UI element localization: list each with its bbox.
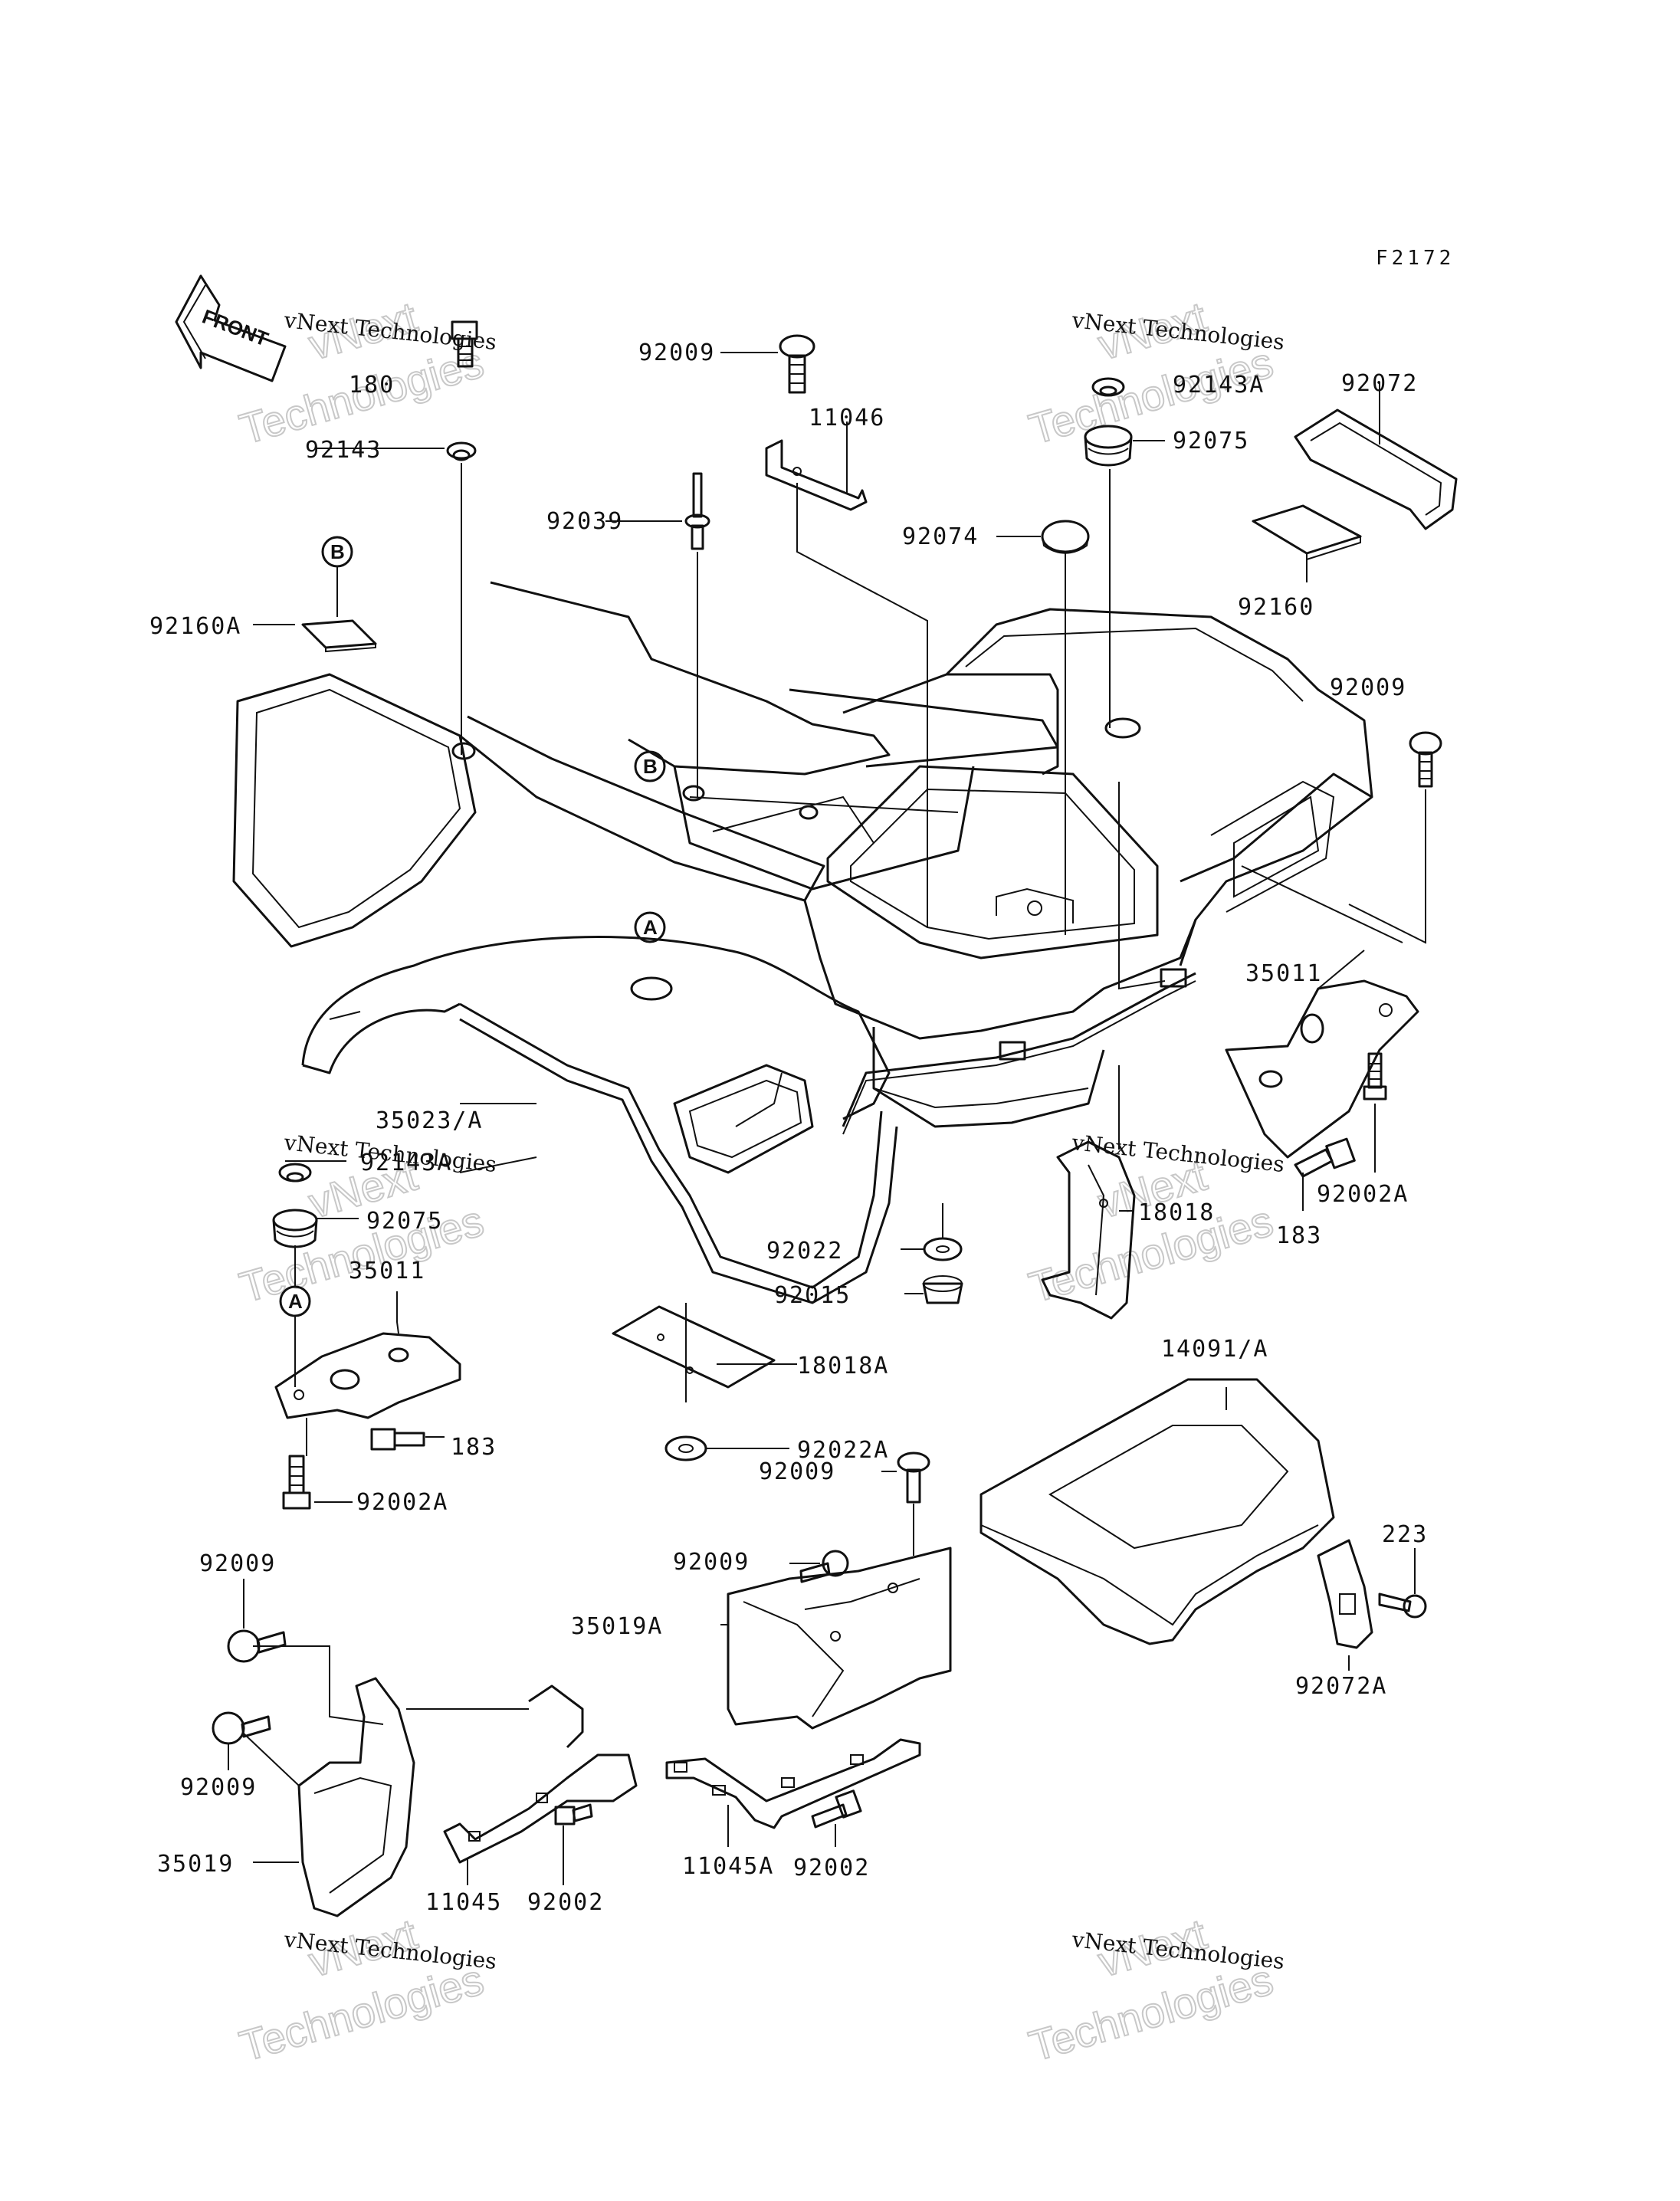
label-92022a: 92022A	[797, 1437, 889, 1464]
label-14091: 14091/A	[1161, 1336, 1268, 1363]
pad-92160-icon	[1252, 504, 1362, 561]
bracket-11045-icon	[443, 1684, 638, 1864]
front-label: FRONT	[199, 305, 271, 351]
front-arrow-icon: FRONT	[175, 274, 287, 382]
grommet-92143a-left-icon	[278, 1163, 312, 1183]
bolt-92009-top-icon	[779, 334, 815, 394]
figure-code: F2172	[1376, 247, 1455, 270]
label-35023: 35023/A	[376, 1107, 483, 1134]
bracket-18018-icon	[1041, 1140, 1136, 1320]
plate-18018a-icon	[612, 1305, 776, 1389]
cover-14091-icon	[979, 1378, 1335, 1645]
label-92143-top: 92143	[305, 437, 382, 464]
svg-text:A: A	[288, 1290, 303, 1313]
label-180: 180	[349, 372, 395, 399]
bolt-92002a-left-icon	[282, 1455, 311, 1510]
bolt-183-left-icon	[370, 1428, 425, 1451]
screw-223-icon	[1378, 1593, 1427, 1619]
label-11045: 11045	[425, 1889, 502, 1916]
mudflap-35019-icon	[297, 1677, 415, 1917]
label-11046: 11046	[809, 405, 885, 431]
label-35019: 35019	[157, 1851, 234, 1878]
label-92015: 92015	[774, 1282, 851, 1309]
pad-92160a-icon	[301, 619, 377, 653]
bolt-180-icon	[451, 320, 478, 368]
nut-92015-icon	[922, 1275, 963, 1304]
label-92002a-right: 92002A	[1317, 1181, 1409, 1208]
marker-b-center: B	[634, 750, 666, 782]
bolt-183-right-icon	[1294, 1137, 1356, 1178]
label-18018: 18018	[1138, 1199, 1215, 1226]
bracket-11045a-icon	[665, 1738, 921, 1829]
grommet-92143a-top-icon	[1091, 377, 1125, 397]
label-92009-mid1: 92009	[759, 1458, 835, 1485]
bracket-11046-icon	[765, 439, 868, 511]
label-92075-top: 92075	[1173, 428, 1249, 454]
label-92009-lower2: 92009	[180, 1774, 257, 1801]
label-92143a-top: 92143A	[1173, 372, 1265, 399]
bracket-35011-left-icon	[274, 1332, 461, 1419]
washer-92022-icon	[923, 1237, 963, 1261]
bolt-92009-lower2-icon	[212, 1711, 271, 1745]
label-92022: 92022	[766, 1238, 843, 1265]
label-92072a: 92072A	[1295, 1673, 1387, 1700]
bolt-92009-right-icon	[1409, 731, 1442, 788]
label-92074: 92074	[902, 523, 979, 550]
cap-92074-icon	[1041, 520, 1090, 554]
bolt-92009-mid1-icon	[897, 1451, 930, 1504]
label-18018a: 18018A	[797, 1353, 889, 1379]
clip-92072a-icon	[1317, 1539, 1373, 1649]
label-11045a: 11045A	[682, 1853, 774, 1880]
svg-text:B: B	[643, 755, 658, 778]
leader-lines	[228, 352, 1426, 1885]
bolt-92002-left-icon	[554, 1803, 593, 1825]
marker-a-left: A	[279, 1285, 311, 1317]
bracket-35011-right-icon	[1225, 979, 1419, 1159]
watermark-bottom-right: vNext Technologies vNext Technologies	[1023, 1908, 1285, 2071]
part-labels: 180 92143 92009 11046 92039 92074 92143A…	[149, 339, 1428, 1916]
label-183-right: 183	[1276, 1222, 1322, 1249]
label-92039: 92039	[546, 508, 623, 535]
damper-92075-top-icon	[1084, 425, 1133, 467]
label-35011-left: 35011	[349, 1258, 425, 1284]
bolt-92002-right-icon	[811, 1789, 862, 1829]
svg-text:A: A	[643, 916, 658, 939]
plate-35019a-icon	[727, 1547, 952, 1730]
label-92002-right: 92002	[793, 1855, 870, 1881]
watermark-bottom-left: vNext Technologies vNext Technologies	[234, 1908, 497, 2071]
strap-92072-icon	[1294, 408, 1458, 530]
label-35011-right: 35011	[1245, 960, 1322, 987]
label-92143a-left: 92143A	[360, 1150, 452, 1176]
damper-92075-left-icon	[272, 1209, 318, 1248]
label-92009-top: 92009	[638, 339, 715, 366]
label-92075-left: 92075	[366, 1208, 443, 1235]
label-92002a-left: 92002A	[356, 1489, 448, 1516]
svg-text:B: B	[330, 540, 345, 563]
rear-fender-body	[232, 581, 1373, 1304]
label-92009-right: 92009	[1330, 674, 1406, 701]
label-92009-lower1: 92009	[199, 1550, 276, 1577]
pin-92039-icon	[684, 472, 710, 550]
grommet-92143-top-icon	[446, 441, 477, 461]
label-92002-left: 92002	[527, 1889, 604, 1916]
label-92072: 92072	[1341, 370, 1418, 397]
label-92009-mid2: 92009	[673, 1549, 750, 1576]
label-92160a: 92160A	[149, 613, 241, 640]
marker-a-center: A	[634, 911, 666, 943]
label-35019a: 35019A	[571, 1613, 663, 1640]
label-223: 223	[1382, 1521, 1428, 1548]
marker-b-top: B	[321, 536, 353, 568]
bolt-92002a-right-icon	[1363, 1052, 1387, 1100]
label-92160: 92160	[1238, 594, 1314, 621]
washer-92022a-icon	[664, 1435, 707, 1461]
label-183-left: 183	[451, 1434, 497, 1461]
